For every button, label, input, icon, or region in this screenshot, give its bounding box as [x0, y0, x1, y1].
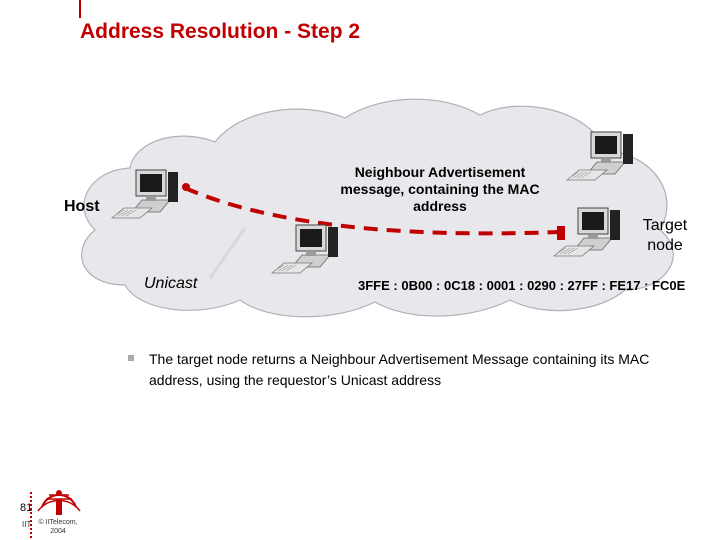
- footer-dotted-rule: [30, 492, 32, 538]
- host-label: Host: [64, 198, 100, 215]
- target-connector: [557, 226, 565, 240]
- unicast-label: Unicast: [144, 275, 198, 292]
- logo-icon: [37, 490, 81, 515]
- bullet-icon: [128, 355, 134, 361]
- copyright-text: © IITelecom, 2004: [38, 519, 78, 535]
- unicast-pointer: [208, 227, 247, 279]
- org-abbrev: IIT: [22, 520, 32, 529]
- page-number: 81: [20, 502, 33, 514]
- target-node-label: Target node: [642, 217, 688, 254]
- cloud-icon: [81, 98, 674, 318]
- bullet-text: The target node returns a Neighbour Adve…: [149, 351, 650, 388]
- host-connector: [182, 183, 190, 191]
- ipv6-address-label: 3FFE : 0B00 : 0C18 : 0001 : 0290 : 27FF …: [358, 278, 686, 293]
- slide-title: Address Resolution - Step 2: [80, 20, 361, 43]
- advertisement-path: [184, 186, 561, 236]
- message-label: Neighbour Advertisement message, contain…: [340, 164, 540, 214]
- title-accent-bar: [79, 0, 81, 18]
